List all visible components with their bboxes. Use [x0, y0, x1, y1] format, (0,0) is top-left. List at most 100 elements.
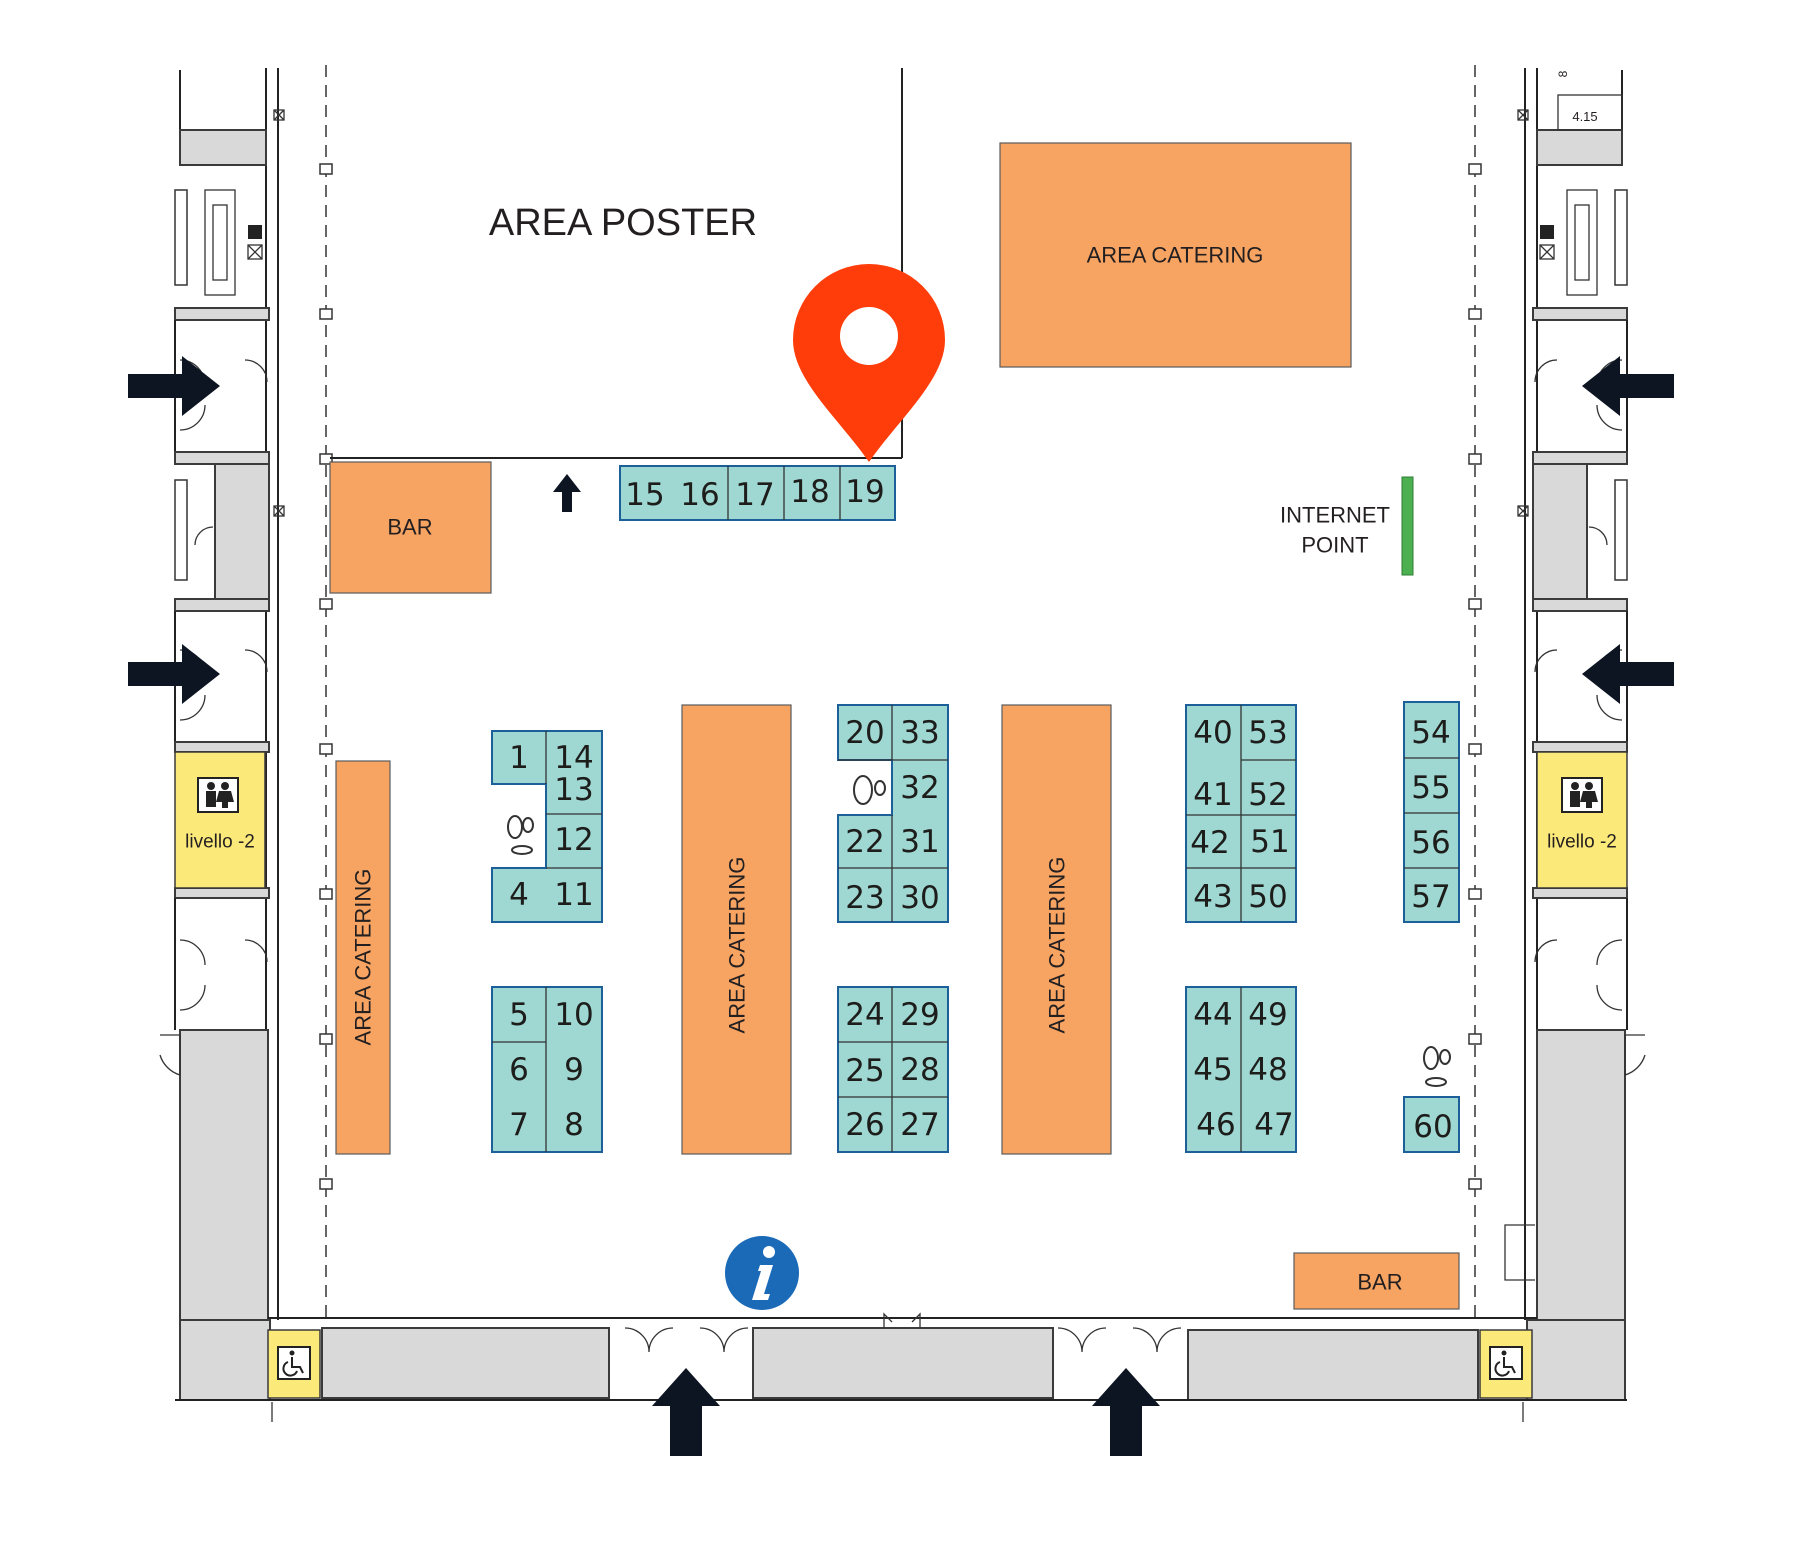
booth-number[interactable]: 8 [564, 1107, 584, 1143]
catering-top: AREA CATERING [999, 142, 1352, 368]
wheelchair-icon [277, 1346, 311, 1380]
booth-number[interactable]: 1 [509, 740, 529, 776]
booth-number[interactable]: 5 [509, 997, 529, 1033]
booth-number[interactable]: 32 [900, 770, 939, 806]
booth-number[interactable]: 4 [509, 877, 529, 913]
internet-point-line2: POINT [1301, 533, 1368, 558]
booth-number[interactable]: 48 [1248, 1052, 1287, 1088]
bar-top-label: BAR [387, 515, 432, 540]
booth-number[interactable]: 17 [735, 477, 774, 513]
column-marker [1468, 453, 1482, 465]
booth-number[interactable]: 54 [1411, 715, 1450, 751]
booth-number[interactable]: 6 [509, 1052, 529, 1088]
booth-number[interactable]: 10 [554, 997, 593, 1033]
info-icon[interactable] [725, 1236, 799, 1310]
booth-number[interactable]: 55 [1411, 770, 1450, 806]
bottom-wall [175, 1312, 1627, 1422]
booth-number[interactable]: 46 [1196, 1107, 1235, 1143]
booth-number[interactable]: 12 [554, 822, 593, 858]
catering-center-right-label: AREA CATERING [1045, 857, 1070, 1034]
internet-point-line1: INTERNET [1280, 503, 1390, 528]
entrance-arrow-icon [652, 1368, 720, 1456]
booth-number[interactable]: 56 [1411, 825, 1450, 861]
booth-number[interactable]: 9 [564, 1052, 584, 1088]
booth-number[interactable]: 49 [1248, 997, 1287, 1033]
booth-numbers: 15 16 17 18 19 1 14 13 12 4 11 5 10 6 9 … [509, 474, 1453, 1145]
booth-number[interactable]: 53 [1248, 715, 1287, 751]
column-marker [1468, 1033, 1482, 1045]
booth-number[interactable]: 44 [1193, 997, 1232, 1033]
booth-number[interactable]: 16 [680, 477, 719, 513]
booth-number[interactable]: 13 [554, 772, 593, 808]
booth-number[interactable]: 15 [625, 477, 664, 513]
catering-top-label: AREA CATERING [1087, 243, 1264, 268]
toilet-icon [1561, 777, 1603, 813]
booth-number[interactable]: 31 [900, 824, 939, 860]
catering-left: AREA CATERING [335, 760, 391, 1155]
poster-area-label: AREA POSTER [489, 202, 757, 244]
toilet-right-label: livello -2 [1547, 832, 1617, 853]
booth-number[interactable]: 50 [1248, 879, 1287, 915]
column-marker [1468, 1178, 1482, 1190]
wheelchair-access-right [1479, 1329, 1533, 1399]
booth-number[interactable]: 24 [845, 997, 884, 1033]
booth-number[interactable]: 40 [1193, 715, 1232, 751]
entrance-arrow-icon [128, 356, 220, 416]
bar-top: BAR [329, 461, 492, 594]
booth-number[interactable]: 60 [1413, 1109, 1452, 1145]
column-marker [319, 743, 333, 755]
booth-number[interactable]: 41 [1193, 777, 1232, 813]
location-pin-icon[interactable] [793, 264, 945, 462]
booth-number[interactable]: 29 [900, 997, 939, 1033]
catering-center-left: AREA CATERING [681, 704, 792, 1155]
wheelchair-access-left [267, 1329, 321, 1399]
toilet-icon [197, 777, 239, 813]
booth-number[interactable]: 57 [1411, 879, 1450, 915]
booth-number[interactable]: 11 [554, 877, 593, 913]
toilet-left-label: livello -2 [185, 832, 255, 853]
booth-number[interactable]: 33 [900, 715, 939, 751]
column-marker [319, 1033, 333, 1045]
column-marker [319, 888, 333, 900]
footprints-icon [853, 775, 886, 805]
booth-number[interactable]: 20 [845, 715, 884, 751]
entrance-arrow-icon [1582, 644, 1674, 704]
booth-number[interactable]: 14 [554, 740, 593, 776]
column-marker [319, 308, 333, 320]
dimension-label-small: 8 [1556, 70, 1570, 77]
booth-number[interactable]: 25 [845, 1053, 884, 1089]
column-marker [1468, 308, 1482, 320]
booth-number[interactable]: 18 [790, 474, 829, 510]
bar-bottom-label: BAR [1357, 1270, 1402, 1295]
booth-number[interactable]: 7 [509, 1107, 529, 1143]
booth-number[interactable]: 45 [1193, 1052, 1232, 1088]
toilet-right: livello -2 [1536, 751, 1628, 889]
toilet-left: livello -2 [174, 751, 266, 889]
entrance-arrow-icon [1582, 356, 1674, 416]
entrance-arrow-icon [553, 474, 581, 512]
booth-number[interactable]: 28 [900, 1052, 939, 1088]
booth-number[interactable]: 43 [1193, 879, 1232, 915]
booth-blocks [491, 465, 1460, 1153]
column-marker [319, 1178, 333, 1190]
column-marker [319, 598, 333, 610]
booth-number[interactable]: 27 [900, 1107, 939, 1143]
booth-number[interactable]: 47 [1254, 1107, 1293, 1143]
booth-number[interactable]: 52 [1248, 777, 1287, 813]
right-wall-structure [1504, 68, 1646, 1401]
booth-number[interactable]: 51 [1250, 824, 1289, 860]
booth-number[interactable]: 22 [845, 824, 884, 860]
internet-point: INTERNET POINT [1280, 476, 1414, 576]
booth-number[interactable]: 26 [845, 1107, 884, 1143]
poster-area: AREA POSTER [330, 68, 903, 459]
left-wall-structure [159, 68, 285, 1401]
column-grid [319, 65, 1482, 1320]
booth-number[interactable]: 19 [845, 474, 884, 510]
booth-number[interactable]: 30 [900, 880, 939, 916]
catering-center-right: AREA CATERING [1001, 704, 1112, 1155]
bar-bottom: BAR [1293, 1252, 1460, 1310]
catering-center-left-label: AREA CATERING [725, 857, 750, 1034]
booth-number[interactable]: 23 [845, 880, 884, 916]
booth-number[interactable]: 42 [1190, 825, 1229, 861]
